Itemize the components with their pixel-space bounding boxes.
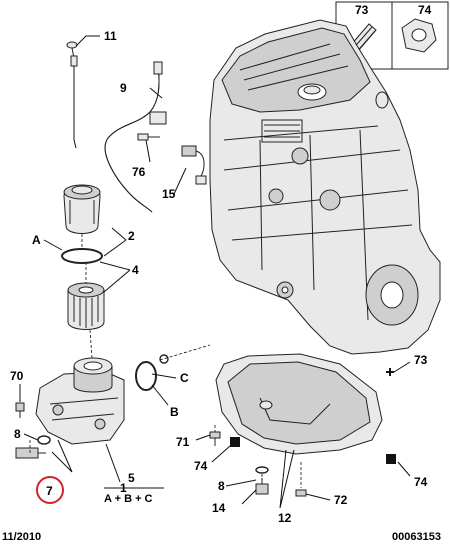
pressure-switch-7 (15, 447, 46, 459)
callout-74-right: 74 (414, 475, 428, 489)
callout-73-inset: 73 (355, 3, 369, 17)
seal-a (61, 248, 103, 264)
filter-cap (63, 184, 101, 234)
washer-8 (37, 435, 51, 445)
callout-c: C (180, 371, 189, 385)
callout-14: 14 (212, 501, 226, 515)
callout-74-left: 74 (194, 459, 208, 473)
legend-number: 5 (128, 471, 135, 485)
nut-74-inset (401, 18, 437, 53)
dipstick (66, 41, 78, 149)
callout-70: 70 (10, 369, 24, 383)
callout-7-highlight: 7 (36, 476, 64, 504)
oil-sump (215, 353, 383, 455)
highlight-circle (36, 476, 64, 504)
oil-sensor (181, 145, 207, 185)
callout-11: 11 (104, 29, 117, 43)
callout-72: 72 (334, 493, 348, 507)
callout-7: 7 (46, 484, 53, 498)
bolt-71 (209, 431, 221, 446)
marker-74-left (230, 437, 240, 447)
seal-b (135, 361, 157, 391)
bolt-70 (15, 402, 25, 418)
leader-lines (19, 35, 411, 509)
callout-73-right: 73 (414, 353, 428, 367)
filter-housing (35, 357, 125, 445)
callout-b: B (170, 405, 179, 419)
bolt-76 (137, 133, 160, 141)
callout-a: A (32, 233, 41, 247)
filter-element (67, 282, 105, 330)
callout-74-inset: 74 (418, 3, 432, 17)
footer: 11/2010 00063153 (2, 531, 441, 543)
marker-73-right (386, 368, 394, 376)
callout-4: 4 (132, 263, 139, 277)
bolt-72 (295, 489, 307, 497)
callout-2: 2 (128, 229, 135, 243)
engine-block (209, 19, 441, 355)
drain-plug-14 (255, 478, 269, 495)
callout-71: 71 (176, 435, 190, 449)
dipstick-tube (104, 61, 167, 213)
callout-8-bottom: 8 (218, 479, 225, 493)
kit-legend: 5 A + B + C (104, 471, 164, 505)
callout-8-left: 8 (14, 427, 21, 441)
marker-74-right (386, 454, 396, 464)
callout-76: 76 (132, 165, 146, 179)
seal-c (159, 354, 169, 364)
footer-date: 11/2010 (2, 531, 41, 543)
legend-formula: A + B + C (104, 493, 153, 505)
drain-washer (255, 466, 269, 474)
callout-9: 9 (120, 81, 127, 95)
footer-reference: 00063153 (392, 531, 441, 543)
callout-15: 15 (162, 187, 176, 201)
callout-labels: 11 9 76 15 2 A 4 70 8 1 C B 71 74 8 14 1… (10, 29, 428, 525)
callout-12: 12 (278, 511, 292, 525)
